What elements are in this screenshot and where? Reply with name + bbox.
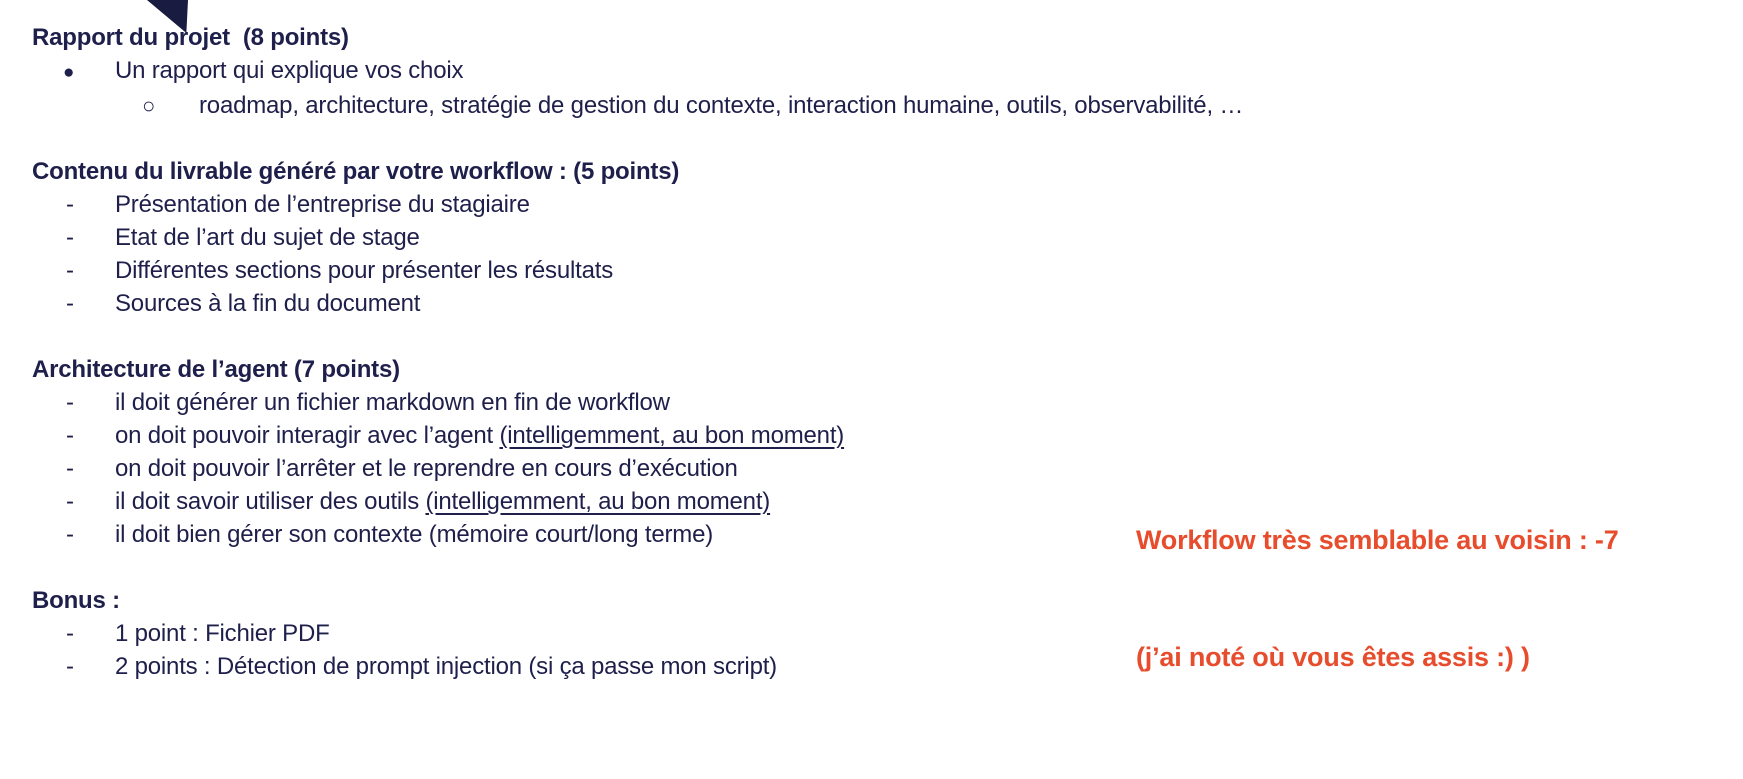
dash-marker: - xyxy=(66,257,74,284)
list-item: - Présentation de l’entreprise du stagia… xyxy=(32,188,1532,221)
list-item: - Sources à la fin du document xyxy=(32,287,1532,320)
section-heading: Bonus : xyxy=(32,587,120,614)
list-item-text: 1 point : Fichier PDF xyxy=(115,620,330,647)
list-item-text: il doit savoir utiliser des outils (inte… xyxy=(115,485,770,518)
dash-marker: - xyxy=(66,290,74,317)
list-item-text-plain: on doit pouvoir interagir avec l’agent xyxy=(115,422,500,449)
section-contenu-du-livrable: Contenu du livrable généré par votre wor… xyxy=(32,155,1532,320)
list-item-text: 2 points : Détection de prompt injection… xyxy=(115,653,777,680)
list-item-text: Etat de l’art du sujet de stage xyxy=(115,224,420,251)
underlined-text: (intelligemment, au bon moment) xyxy=(499,422,845,449)
dash-marker: - xyxy=(66,389,74,416)
circle-bullet-marker: ○ xyxy=(142,93,156,118)
dash-marker: - xyxy=(66,191,74,218)
grader-comment: Workflow très semblable au voisin : -7 (… xyxy=(1136,443,1619,716)
section-heading: Architecture de l’agent (7 points) xyxy=(32,356,400,383)
list-item: - 1 point : Fichier PDF xyxy=(32,617,1532,650)
dash-marker: - xyxy=(66,620,74,647)
list-item: - on doit pouvoir interagir avec l’agent… xyxy=(32,419,1532,452)
list-item: - il doit générer un fichier markdown en… xyxy=(32,386,1532,419)
grader-comment-line-2: (j’ai noté où vous êtes assis :) ) xyxy=(1136,642,1530,672)
list-item-text: il doit générer un fichier markdown en f… xyxy=(115,389,670,416)
list-item: - il doit savoir utiliser des outils (in… xyxy=(32,485,1532,518)
list-item-text: roadmap, architecture, stratégie de gest… xyxy=(199,92,1244,119)
dash-marker: - xyxy=(66,422,74,449)
list-item-text: Présentation de l’entreprise du stagiair… xyxy=(115,191,530,218)
dash-marker: - xyxy=(66,653,74,680)
dash-marker: - xyxy=(66,488,74,515)
section-heading: Contenu du livrable généré par votre wor… xyxy=(32,158,680,185)
dash-marker: - xyxy=(66,455,74,482)
list-item: - Etat de l’art du sujet de stage xyxy=(32,221,1532,254)
list-item-text: Différentes sections pour présenter les … xyxy=(115,257,614,284)
underlined-text: (intelligemment, au bon moment) xyxy=(425,488,771,515)
list-item: - Différentes sections pour présenter le… xyxy=(32,254,1532,287)
dash-marker: - xyxy=(66,224,74,251)
list-item: - il doit bien gérer son contexte (mémoi… xyxy=(32,518,1532,551)
list-item: ● Un rapport qui explique vos choix xyxy=(32,54,1532,89)
list-item-text: on doit pouvoir l’arrêter et le reprendr… xyxy=(115,455,738,482)
list-item: - 2 points : Détection de prompt injecti… xyxy=(32,650,1532,683)
list-item-text-plain: il doit savoir utiliser des outils xyxy=(115,488,426,515)
list-item-text: Un rapport qui explique vos choix xyxy=(115,57,464,84)
list-item-text: Sources à la fin du document xyxy=(115,290,421,317)
dash-marker: - xyxy=(66,521,74,548)
grader-comment-line-1: Workflow très semblable au voisin : -7 xyxy=(1136,525,1619,555)
list-item: ○ roadmap, architecture, stratégie de ge… xyxy=(32,89,1532,122)
list-item-text: il doit bien gérer son contexte (mémoire… xyxy=(115,521,714,548)
section-heading: Rapport du projet (8 points) xyxy=(32,24,349,51)
list-item: - on doit pouvoir l’arrêter et le repren… xyxy=(32,452,1532,485)
section-rapport-du-projet: Rapport du projet (8 points) ● Un rappor… xyxy=(32,21,1532,122)
slide-body: Rapport du projet (8 points) ● Un rappor… xyxy=(32,21,1532,683)
section-architecture-agent: Architecture de l’agent (7 points) - il … xyxy=(32,353,1532,551)
section-bonus: Bonus : - 1 point : Fichier PDF - 2 poin… xyxy=(32,584,1532,683)
disc-bullet-marker: ● xyxy=(63,62,75,83)
list-item-text: on doit pouvoir interagir avec l’agent (… xyxy=(115,419,844,452)
